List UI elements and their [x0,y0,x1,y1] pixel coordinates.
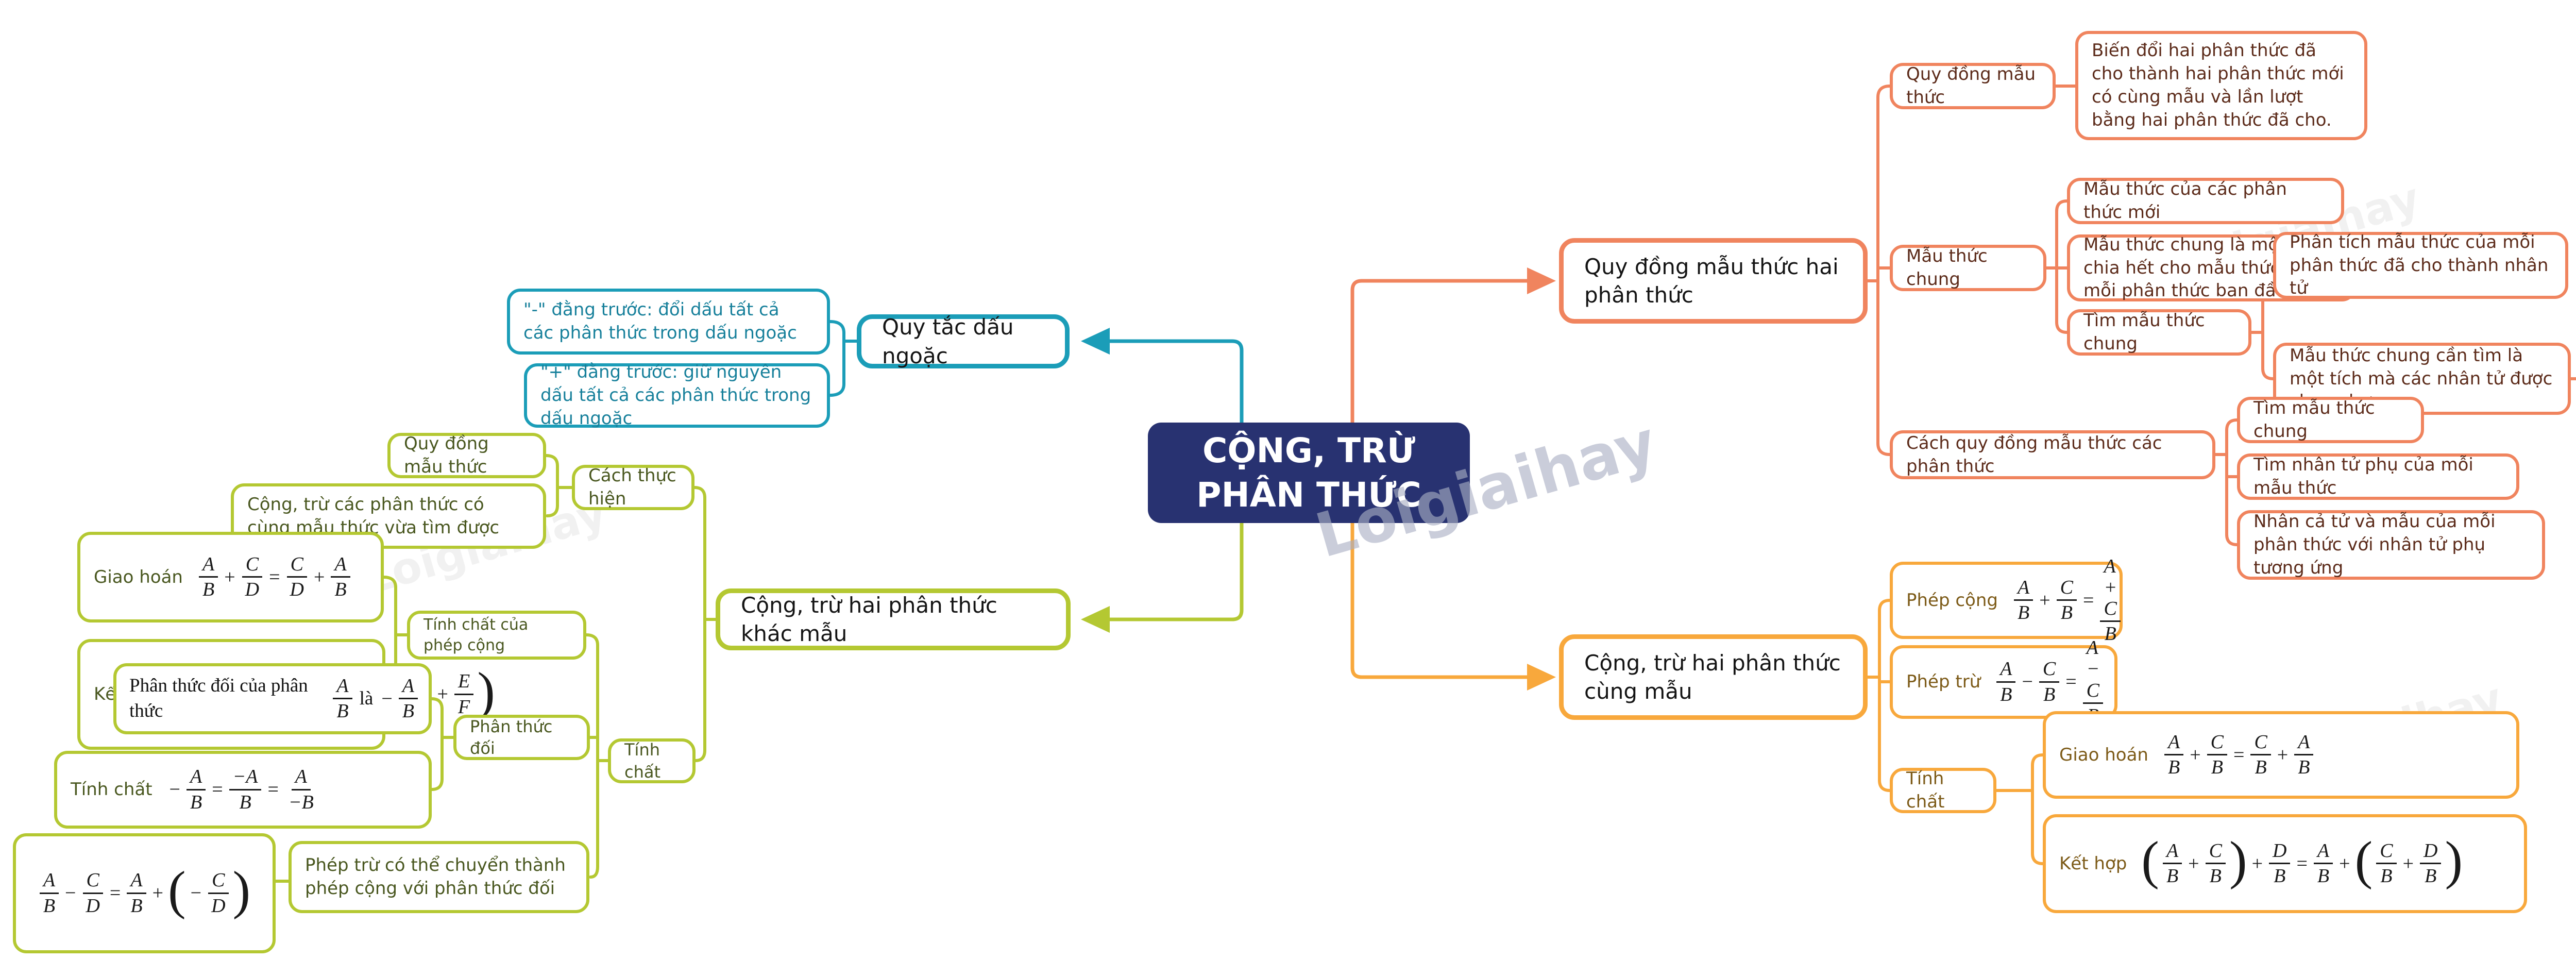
ket-hop-cung-mau-label: Kết hợp [2059,853,2127,874]
note-bien-doi-text: Biến đổi hai phân thức đã cho thành hai … [2092,40,2344,130]
branch-quy-dong-label: Quy đồng mẫu thức hai phân thức [1584,254,1839,308]
note-dau-tru-text: "-" đằng trước: đổi dấu tất cả các phân … [523,299,797,343]
note-dau-cong-dang-truoc: "+" đằng trước: giữ nguyên dấu tất cả cá… [524,362,830,429]
central-topic-title: CỘNG, TRỪ PHÂN THỨC [1196,430,1421,515]
note-mau-thuc-cua-cac-phan-thuc-moi: Mẫu thức của các phân thức mới [2067,178,2344,224]
note-phan-tich-mau-thuc: Phân tích mẫu thức của mỗi phân thức đã … [2273,232,2568,299]
cach-thuc-hien-label: Cách thực hiện [588,465,676,509]
node-phan-thuc-doi: Phân thức đối [453,715,590,760]
phan-thuc-doi-label: Phân thức đối [470,716,553,758]
branch-khac-mau: Cộng, trừ hai phân thức khác mẫu [716,588,1071,650]
branch-cung-mau: Cộng, trừ hai phân thức cùng mẫu [1559,634,1868,720]
node-tinh-chat-cua-phep-cong: Tính chất của phép cộng [407,611,586,660]
node-cach-thuc-hien: Cách thực hiện [572,465,694,510]
node-quy-dong-mau-thuc: Quy đồng mẫu thức [1890,63,2056,109]
central-topic: CỘNG, TRỪ PHÂN THỨC [1148,423,1470,523]
giao-hoan-khac-mau-label: Giao hoán [94,566,183,587]
node-quy-dong-mau-thuc-label: Quy đồng mẫu thức [1906,64,2036,108]
note-bien-doi-hai-phan-thuc: Biến đổi hai phân thức đã cho thành hai … [2075,31,2367,140]
node-mau-thuc-chung-label: Mẫu thức chung [1906,246,1988,290]
arrow-salmon [1527,267,1556,294]
giao-hoan-cung-mau-label: Giao hoán [2059,744,2148,765]
phep-tru-formula: AB−CB=A − CB [1994,637,2106,726]
node-tinh-chat-khac-mau: Tính chất [608,738,696,783]
node-tinh-chat-cung-mau: Tính chất [1890,768,1996,813]
arrow-amber [1527,664,1556,691]
note-step1-text: Tìm mẫu thức chung [2253,398,2375,442]
note-dau-tru-dang-truoc: "-" đằng trước: đổi dấu tất cả các phân … [507,289,830,355]
branch-cung-mau-label: Cộng, trừ hai phân thức cùng mẫu [1584,650,1841,704]
note-step-tim-mau-thuc-chung: Tìm mẫu thức chung [2237,397,2424,443]
node-tim-mau-thuc-chung: Tìm mẫu thức chung [2067,309,2251,356]
branch-quy-dong-mau-thuc-hai-phan-thuc: Quy đồng mẫu thức hai phân thức [1559,238,1868,324]
phan-thuc-doi-tinh-chat-label: Tính chất [71,779,152,800]
note-step2-text: Tìm nhân tử phụ của mỗi mẫu thức [2253,455,2473,498]
tccpc-label: Tính chất của phép cộng [423,615,529,654]
node-cach-quy-dong-mau-thuc: Cách quy đồng mẫu thức các phân thức [1890,430,2215,479]
node-phep-tru: Phép trừ AB−CB=A − CB [1890,637,2117,726]
green-step1-text: Quy đồng mẫu thức [404,433,489,477]
node-tim-mau-thuc-chung-label: Tìm mẫu thức chung [2083,310,2205,354]
note-phan-tich-text: Phân tích mẫu thức của mỗi phân thức đã … [2290,231,2549,299]
node-quy-tac-dau-ngoac-label: Quy tắc dấu ngoặc [882,314,1014,368]
note-phep-tru-chuyen-thanh-phep-cong: Phép trừ có thể chuyển thành phép cộng v… [289,841,589,913]
tinh-chat-cung-mau-label: Tính chất [1906,768,1945,812]
note-step-tim-nhan-tu-phu: Tìm nhân tử phụ của mỗi mẫu thức [2237,453,2519,500]
node-quy-tac-dau-ngoac: Quy tắc dấu ngoặc [857,314,1070,368]
phep-cong-label: Phép cộng [1906,590,1998,611]
phep-tru-doi-note-text: Phép trừ có thể chuyển thành phép cộng v… [305,855,566,899]
branch-khac-mau-label: Cộng, trừ hai phân thức khác mẫu [741,592,997,646]
note-mau-thuc-moi-text: Mẫu thức của các phân thức mới [2083,179,2287,223]
arrow-green [1081,606,1110,633]
note-step-nhan-ca-tu-va-mau: Nhân cả tử và mẫu của mỗi phân thức với … [2237,510,2545,580]
node-mau-thuc-chung: Mẫu thức chung [1890,245,2046,291]
tinh-chat-khac-mau-label: Tính chất [624,740,661,782]
note-step3-text: Nhân cả tử và mẫu của mỗi phân thức với … [2253,511,2496,578]
note-quy-dong-mau-thuc-green: Quy đồng mẫu thức [387,433,546,478]
node-cach-quy-dong-label: Cách quy đồng mẫu thức các phân thức [1906,432,2162,477]
note-dau-cong-text: "+" đằng trước: giữ nguyên dấu tất cả cá… [540,362,811,429]
phep-tru-label: Phép trừ [1906,671,1981,693]
arrow-teal [1081,328,1110,355]
